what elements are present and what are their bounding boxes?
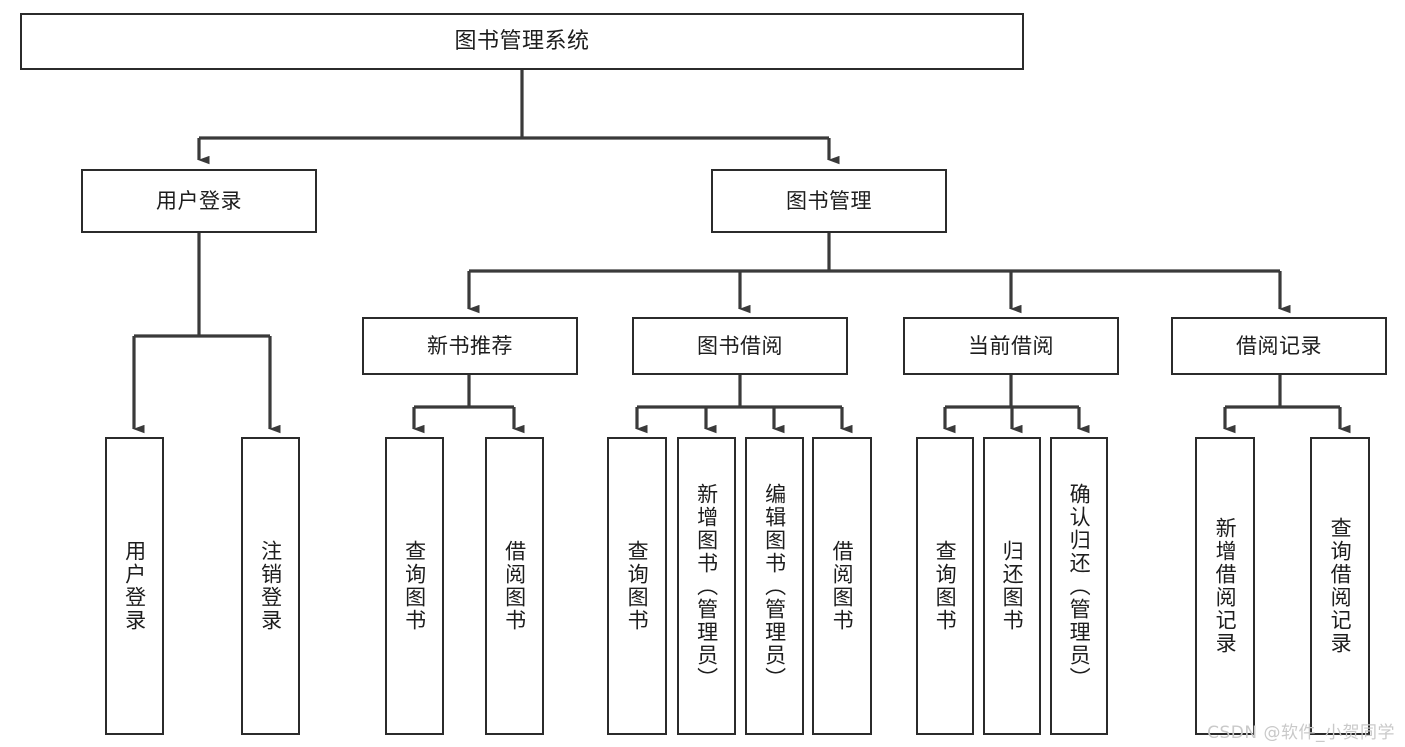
node-leaf-borrow-book-1-label: 借阅图书: [502, 540, 527, 632]
node-book-borrow[interactable]: 图书借阅: [632, 317, 848, 375]
node-leaf-return-book-label: 归还图书: [1000, 540, 1025, 632]
node-leaf-confirm-return-label: 确认归还（管理员）: [1067, 482, 1092, 690]
node-leaf-user-login-label: 用户登录: [122, 540, 147, 632]
node-leaf-query-record[interactable]: 查询借阅记录: [1310, 437, 1370, 735]
node-user-login-label: 用户登录: [156, 188, 242, 213]
node-new-book-recommend[interactable]: 新书推荐: [362, 317, 578, 375]
node-leaf-logout[interactable]: 注销登录: [241, 437, 300, 735]
node-book-borrow-label: 图书借阅: [697, 333, 783, 358]
node-current-borrow[interactable]: 当前借阅: [903, 317, 1119, 375]
node-new-book-recommend-label: 新书推荐: [427, 333, 513, 358]
node-leaf-add-record[interactable]: 新增借阅记录: [1195, 437, 1255, 735]
node-current-borrow-label: 当前借阅: [968, 333, 1054, 358]
node-leaf-query-book-2-label: 查询图书: [625, 540, 650, 632]
node-user-login[interactable]: 用户登录: [81, 169, 317, 233]
node-leaf-query-book-3-label: 查询图书: [933, 540, 958, 632]
node-root-label: 图书管理系统: [454, 28, 590, 54]
node-book-manage-label: 图书管理: [786, 188, 872, 213]
node-leaf-add-record-label: 新增借阅记录: [1213, 517, 1238, 655]
node-leaf-add-book-label: 新增图书（管理员）: [694, 482, 719, 690]
node-leaf-edit-book[interactable]: 编辑图书（管理员）: [745, 437, 804, 735]
node-leaf-query-record-label: 查询借阅记录: [1328, 517, 1353, 655]
node-borrow-record-label: 借阅记录: [1236, 333, 1322, 358]
node-borrow-record[interactable]: 借阅记录: [1171, 317, 1387, 375]
node-leaf-query-book-1[interactable]: 查询图书: [385, 437, 444, 735]
node-leaf-add-book[interactable]: 新增图书（管理员）: [677, 437, 736, 735]
node-leaf-confirm-return[interactable]: 确认归还（管理员）: [1050, 437, 1108, 735]
node-leaf-query-book-2[interactable]: 查询图书: [607, 437, 667, 735]
node-book-manage[interactable]: 图书管理: [711, 169, 947, 233]
node-leaf-return-book[interactable]: 归还图书: [983, 437, 1041, 735]
node-leaf-borrow-book-1[interactable]: 借阅图书: [485, 437, 544, 735]
node-leaf-user-login[interactable]: 用户登录: [105, 437, 164, 735]
node-leaf-edit-book-label: 编辑图书（管理员）: [762, 482, 787, 690]
node-leaf-query-book-1-label: 查询图书: [402, 540, 427, 632]
node-leaf-borrow-book-2-label: 借阅图书: [830, 540, 855, 632]
node-leaf-query-book-3[interactable]: 查询图书: [916, 437, 974, 735]
node-leaf-borrow-book-2[interactable]: 借阅图书: [812, 437, 872, 735]
node-root[interactable]: 图书管理系统: [20, 13, 1024, 70]
node-leaf-logout-label: 注销登录: [258, 540, 283, 632]
